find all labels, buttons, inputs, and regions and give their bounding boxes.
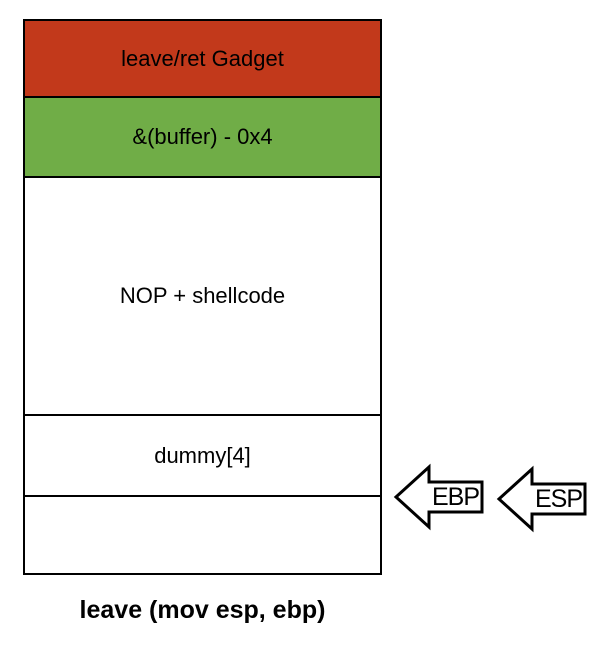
stack-row-empty [25,497,380,573]
stack-row-dummy: dummy[4] [25,416,380,497]
stack-row-nop-shellcode: NOP + shellcode [25,178,380,416]
stack-row-leave-ret-gadget: leave/ret Gadget [25,21,380,98]
esp-label: ESP [534,484,583,513]
left-block-arrow-icon [393,463,484,531]
ebp-pointer: EBP [393,463,485,531]
esp-pointer: ESP [496,465,588,533]
stack-row-label: NOP + shellcode [119,283,286,308]
caption: leave (mov esp, ebp) [79,596,326,624]
stack-row-label: dummy[4] [154,442,251,468]
stack-box: leave/ret Gadget &(buffer) - 0x4 NOP + s… [23,19,382,575]
stack-row-label: &(buffer) - 0x4 [132,124,273,149]
ebp-label: EBP [431,482,480,511]
stack-row-label: leave/ret Gadget [121,45,284,71]
stack-row-buffer-address: &(buffer) - 0x4 [25,98,380,178]
left-block-arrow-icon [496,465,587,533]
